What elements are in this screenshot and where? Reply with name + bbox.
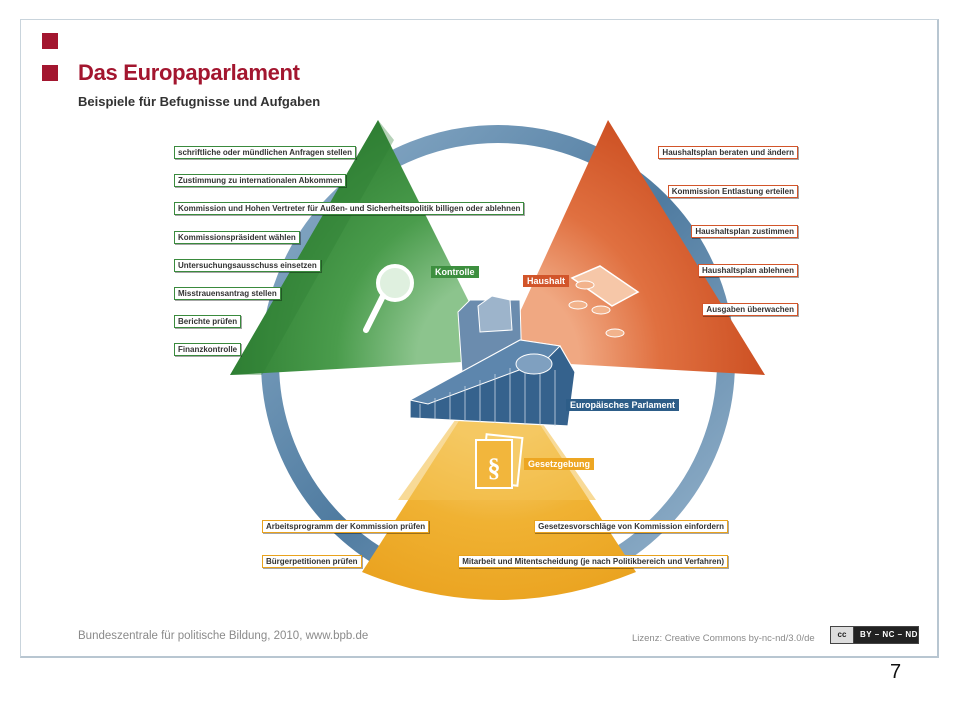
bullet-square-title — [42, 65, 58, 81]
cc-license-badge: cc BY – NC – ND — [830, 626, 919, 644]
category-label-kontrolle: Kontrolle — [431, 266, 479, 278]
coins-icon — [568, 265, 640, 338]
haushalt-item: Ausgaben überwachen — [702, 303, 798, 316]
category-label-haushalt: Haushalt — [523, 275, 570, 287]
page-title: Das Europaparlament — [78, 60, 300, 85]
kontrolle-item: schriftliche oder mündlichen Anfragen st… — [174, 146, 356, 159]
cc-logo-icon: cc — [831, 627, 854, 643]
haushalt-item: Haushaltsplan zustimmen — [691, 225, 798, 238]
sector-kontrolle-edge — [230, 120, 394, 375]
license-text: Lizenz: Creative Commons by-nc-nd/3.0/de — [632, 633, 815, 644]
sector-kontrolle — [230, 120, 498, 375]
category-label-gesetzgebung: Gesetzgebung — [524, 458, 595, 470]
bullet-square-top — [42, 33, 58, 49]
haushalt-item: Haushaltsplan ablehnen — [697, 264, 798, 277]
haushalt-item: Kommission Entlastung erteilen — [667, 185, 798, 198]
kontrolle-item: Finanzkontrolle — [174, 343, 242, 356]
gesetzgebung-item: Bürgerpetitionen prüfen — [262, 555, 362, 568]
kontrolle-item: Zustimmung zu internationalen Abkommen — [174, 174, 347, 187]
paragraph-document-icon: § — [475, 433, 524, 489]
page-subtitle: Beispiele für Befugnisse und Aufgaben — [78, 94, 321, 109]
cc-license-terms: BY – NC – ND — [860, 630, 918, 639]
sector-haushalt — [498, 120, 765, 375]
source-credit: Bundeszentrale für politische Bildung, 2… — [78, 630, 369, 642]
parliament-building-icon — [408, 295, 576, 427]
center-label-parlament: Europäisches Parlament — [566, 399, 680, 411]
kontrolle-item: Misstrauensantrag stellen — [174, 287, 281, 300]
svg-text:§: § — [488, 453, 501, 482]
kontrolle-item: Kommissionspräsident wählen — [174, 231, 300, 244]
page-number: 7 — [890, 661, 902, 683]
gesetzgebung-item: Mitarbeit und Mitentscheidung (je nach P… — [458, 555, 728, 568]
kontrolle-item: Berichte prüfen — [174, 315, 242, 328]
kontrolle-item: Untersuchungsausschuss einsetzen — [174, 259, 321, 272]
kontrolle-item: Kommission und Hohen Vertreter für Außen… — [174, 202, 525, 215]
gesetzgebung-item: Gesetzesvorschläge von Kommission einfor… — [534, 520, 728, 533]
haushalt-item: Haushaltsplan beraten und ändern — [658, 146, 798, 159]
magnifier-icon — [363, 264, 414, 333]
gesetzgebung-item: Arbeitsprogramm der Kommission prüfen — [262, 520, 430, 533]
